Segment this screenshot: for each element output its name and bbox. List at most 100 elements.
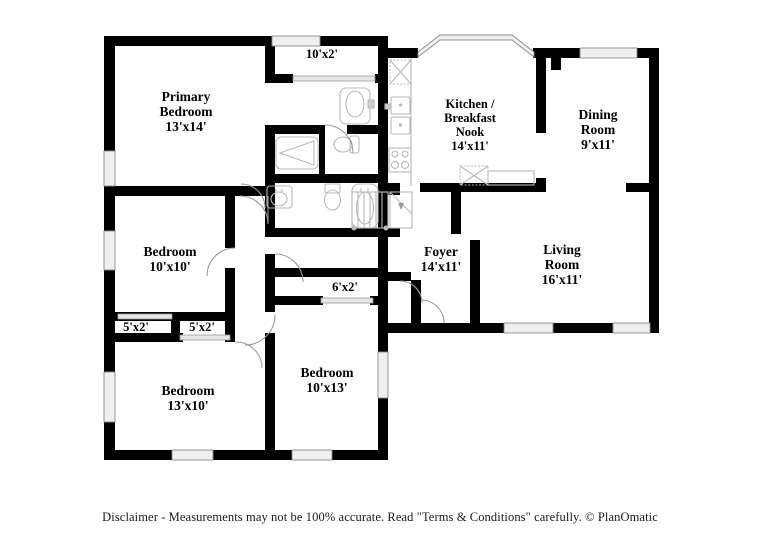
label-dining-line1: Dining [578, 107, 617, 122]
wall-bottom-foyer [388, 323, 488, 333]
door-bath2 [240, 183, 266, 209]
label-kitchen-dims: 14'x11' [451, 139, 489, 153]
label-kitchen-line1: Kitchen / [446, 97, 495, 111]
wall-top-dining-a [556, 48, 580, 58]
wall-bath1-top-b [347, 125, 388, 134]
label-primary-bedroom-line2: Bedroom [160, 104, 214, 119]
wall-left-a [104, 36, 115, 151]
wall-closet5-divider [171, 312, 180, 342]
wall-bottom-bed-b [213, 450, 292, 460]
wall-closet6-bottom-b [370, 296, 388, 305]
wall-bottom-lr-a [486, 323, 504, 333]
window-bottom-bed-2 [291, 449, 333, 461]
label-primary-bedroom-line1: Primary [162, 89, 211, 104]
closet-slider-10x2 [292, 75, 376, 82]
label-closet-6x2-dims: 6'x2' [332, 280, 358, 294]
wall-bed-divider [265, 342, 275, 460]
wall-bottom-lr-b [553, 323, 613, 333]
wall-kitchen-dining [536, 58, 546, 133]
window-left-2 [103, 230, 116, 271]
wall-primary-right-c [265, 190, 275, 232]
wall-foyer-mid [388, 272, 411, 281]
door-front [420, 299, 445, 324]
wall-left-b [104, 186, 115, 231]
closet-slider-6x2 [320, 297, 374, 304]
wall-bottom-bed-c [332, 450, 388, 460]
wall-primary-bottom [104, 186, 272, 196]
door-bedroom-13x10 [235, 341, 263, 369]
wall-bath2-bottom-a [265, 228, 325, 237]
wall-bed10-right-b [225, 268, 235, 312]
label-bedroom-13x10-dims: 13'x10' [167, 398, 208, 413]
wall-top-kitchen-left [388, 48, 418, 58]
wall-bath1-bottom-b [325, 174, 388, 183]
label-kitchen-line2: Breakfast [444, 111, 497, 125]
door-hall-upper [274, 253, 304, 283]
window-top-primary [271, 35, 321, 47]
window-bottom-lr-1 [503, 322, 554, 334]
label-closet-10x2-dims: 10'x2' [306, 47, 338, 61]
label-primary-bedroom-dims: 13'x14' [165, 119, 206, 134]
toilet-icon-2 [323, 183, 342, 211]
wall-bath1-top [275, 125, 325, 134]
label-bedroom-10x10-dims: 10'x10' [149, 259, 190, 274]
label-foyer-line1: Foyer [424, 244, 458, 259]
window-right-bed [377, 351, 389, 399]
wall-primary-right-a [265, 46, 275, 83]
label-closet-5x2-right-dims: 5'x2' [189, 320, 215, 334]
window-bottom-bed-1 [171, 449, 214, 461]
wall-closet6-bottom-a [275, 296, 323, 305]
label-bedroom-10x13-dims: 10'x13' [306, 380, 347, 395]
wall-kitchen-bottom-b [420, 183, 442, 192]
wall-bed10-right-a [225, 196, 235, 248]
label-closet-5x2-left-dims: 5'x2' [123, 320, 149, 334]
wall-left-c [104, 270, 115, 312]
vanity-icon-1 [275, 136, 319, 170]
wall-bath2-bottom-b [325, 228, 388, 237]
wall-dining-right-stub [626, 183, 650, 192]
label-bedroom-13x10-line1: Bedroom [162, 383, 216, 398]
label-living-line1: Living [543, 242, 581, 257]
island-icon [459, 165, 535, 186]
wall-closet5a-bottom [115, 333, 183, 342]
stairs-up-icon [389, 191, 413, 229]
windows-group [103, 34, 651, 461]
wall-top-bay-right [533, 48, 555, 58]
walls-group [104, 36, 659, 460]
closet-slider-5x2-right [179, 334, 231, 341]
wall-kitchen-left-bottom [388, 186, 400, 195]
window-left-3 [103, 371, 116, 423]
wall-top-dining-b [637, 48, 659, 58]
dishwasher-icon [389, 59, 412, 85]
disclaimer-text: Disclaimer - Measurements may not be 100… [102, 510, 658, 524]
wall-top-a [104, 36, 272, 46]
label-dining-line2: Room [581, 122, 616, 137]
door-bedroom-10x10 [206, 247, 236, 277]
doors-group [206, 124, 445, 369]
range-icon [388, 147, 412, 173]
sink-icon [384, 96, 411, 135]
wall-left-e [104, 422, 115, 460]
window-bottom-lr-2 [612, 322, 651, 334]
label-bedroom-10x13-line1: Bedroom [301, 365, 355, 380]
stairs-icon [351, 191, 389, 231]
wall-bedblock-right-c [378, 232, 388, 460]
window-top-dining [579, 47, 638, 59]
wall-closet10-bottom-a [265, 74, 293, 83]
wall-bath1-divider [319, 134, 325, 180]
wall-primary-right-b [265, 125, 275, 190]
label-living-dims: 16'x11' [542, 272, 583, 287]
wall-top-b [320, 36, 388, 46]
label-kitchen-line3: Nook [456, 125, 485, 139]
wall-hall-left-b [265, 333, 275, 346]
room-labels-group: Primary Bedroom 13'x14' 10'x2' Kitchen /… [123, 47, 618, 413]
wall-foyer-right [411, 280, 421, 323]
label-foyer-dims: 14'x11' [421, 259, 462, 274]
fixtures-group [266, 58, 535, 231]
wall-kitchen-bottom-a [441, 183, 541, 192]
wall-foyer-livingroom [470, 240, 480, 323]
wall-closet10-bottom-b [375, 74, 388, 83]
wall-right [649, 48, 659, 333]
wall-bath1-bottom [265, 174, 325, 183]
